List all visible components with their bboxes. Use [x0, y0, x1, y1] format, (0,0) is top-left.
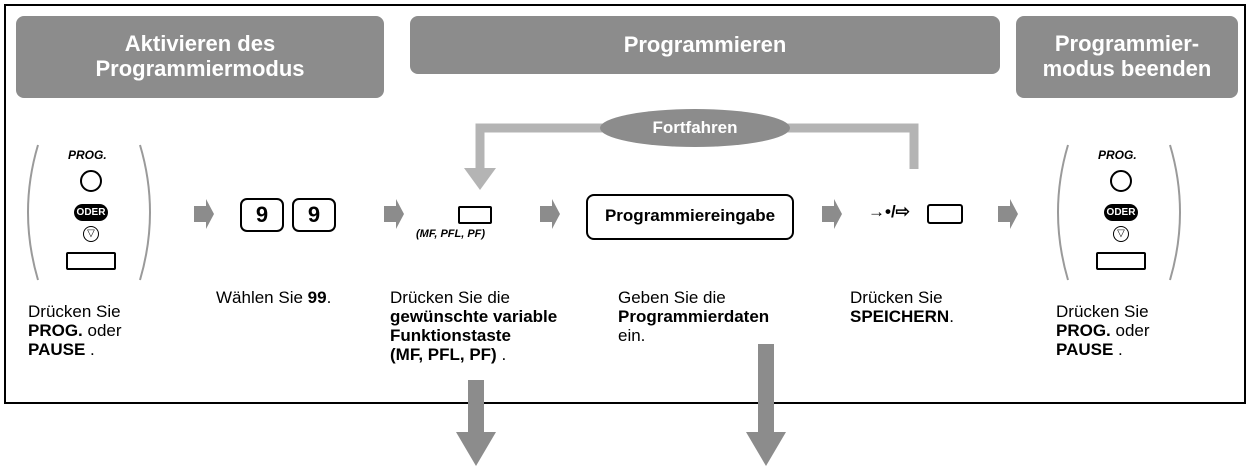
- step-enter-data: Geben Sie die Programmierdaten ein.: [618, 288, 770, 346]
- bracket-start: [27, 144, 151, 281]
- down-arrow-data: [746, 344, 786, 466]
- flow-arrow-2: [384, 199, 404, 229]
- flexible-button-icon: [458, 206, 492, 224]
- header-programming: Programmieren: [410, 16, 1000, 74]
- flow-arrow-1: [194, 199, 214, 229]
- loop-arrowhead: [464, 168, 496, 190]
- flow-arrow-3: [540, 199, 560, 229]
- programming-entry-box: Programmiereingabe: [586, 194, 794, 240]
- procedure-frame: [4, 4, 1246, 404]
- step-press-prog-end: Drücken Sie PROG. oder PAUSE .: [1056, 302, 1150, 360]
- or-badge-end: ODER: [1104, 204, 1138, 221]
- prog-label-start: PROG.: [68, 148, 107, 162]
- step-dial: Wählen Sie 99.: [216, 288, 332, 307]
- pause-icon-start: ▽: [83, 226, 99, 242]
- step-store: Drücken Sie SPEICHERN.: [850, 288, 954, 327]
- key-9-first: 9: [240, 198, 284, 232]
- store-key-icon: [927, 204, 963, 224]
- pause-button-icon-start: [66, 252, 116, 270]
- flexible-button-types: (MF, PFL, PF): [416, 228, 486, 240]
- step-press-prog: Drücken Sie PROG. oder PAUSE .: [28, 302, 122, 360]
- header-exit-programming-mode: Programmier-modus beenden: [1016, 16, 1238, 98]
- bracket-end: [1057, 144, 1181, 281]
- key-9-second: 9: [292, 198, 336, 232]
- continue-loop-line: [475, 123, 919, 176]
- prog-button-icon-start: [80, 170, 102, 192]
- pause-button-icon-end: [1096, 252, 1146, 270]
- pause-icon-end: ▽: [1113, 226, 1129, 242]
- down-arrow-flex: [456, 380, 496, 466]
- step-press-flex: Drücken Sie die gewünschte variable Funk…: [390, 288, 558, 365]
- or-badge-start: ODER: [74, 204, 108, 221]
- flow-arrow-5: [998, 199, 1018, 229]
- prog-button-icon-end: [1110, 170, 1132, 192]
- prog-label-end: PROG.: [1098, 148, 1137, 162]
- store-symbol: →•/⇨: [868, 202, 910, 221]
- continue-label: Fortfahren: [600, 109, 790, 147]
- flow-arrow-4: [822, 199, 842, 229]
